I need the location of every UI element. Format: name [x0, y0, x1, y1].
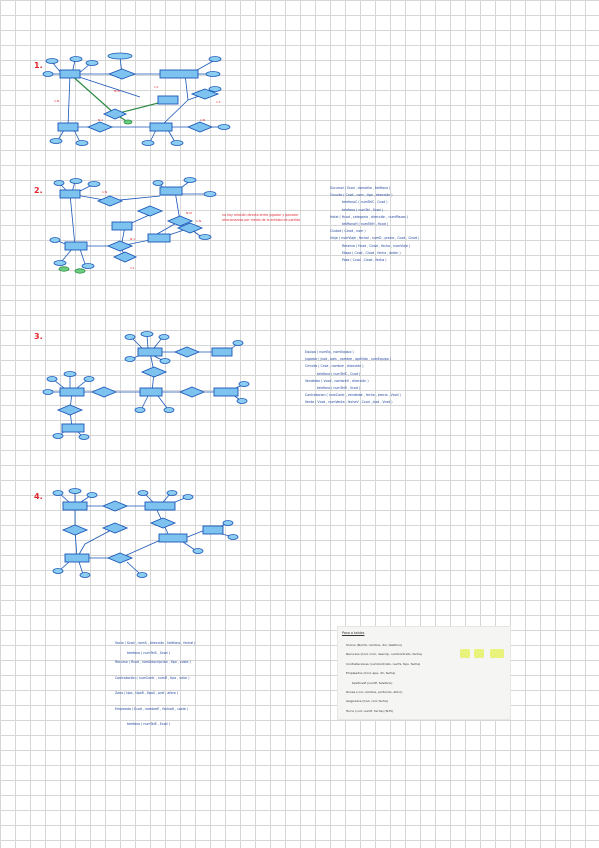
cardinality-label: 1:1 — [154, 85, 159, 89]
schema-line: telefono ( numTelV , Vcod ) — [317, 386, 361, 391]
pasted-notes-title: Paso a tablas — [342, 631, 365, 635]
note-line: relacionamos por medio de la entidad de … — [222, 218, 300, 222]
pasted-line: Asignados (Cod, cod, fecha) — [346, 699, 389, 704]
schema-line: telefono ( numTelS , Scod ) — [127, 650, 170, 655]
schema-line: Ciudad ( Cicod , nom ) — [330, 229, 366, 234]
schema-line: Reserva ( Hcod , Cicod , fecha , numViaj… — [342, 243, 411, 248]
cardinality-label: N:M — [186, 211, 192, 215]
cardinality-label: 1:N — [54, 99, 59, 103]
section-number-3: 3. — [34, 332, 43, 341]
schema-line: Contratacion ( numContr , vendedor , fec… — [305, 393, 401, 398]
schema-line: Jugador ( Jcod , país , nombre , apellid… — [305, 357, 392, 362]
pasted-line: Empleados (Cod, ape, dir, fecha) — [346, 671, 396, 676]
schema-line: Hotel ( Hcod , categoría , dirección , n… — [330, 214, 408, 219]
section-number-4: 4. — [34, 492, 43, 501]
pasted-line: Zonas (cod, nombre, profundo, aforo) — [346, 690, 403, 695]
cardinality-label: 1:N — [196, 219, 201, 223]
schema-line: Sucursal ( Scod , domicilio , teléfono ) — [330, 186, 391, 190]
highlight-mark — [460, 649, 470, 658]
cardinality-label: 1:1 — [130, 266, 135, 270]
cardinality-label: 1:1 — [216, 100, 221, 104]
schema-line: Venta ( Vcod , numVenta , fechaV , Ccod … — [305, 400, 393, 405]
schema-line: Pasa ( Ccod , Cicod , fecha ) — [342, 258, 387, 263]
schema-line: telefonoC ( numTelC , Ccod ) — [342, 200, 388, 205]
schema-line: telefono ( numTelC , Ccod ) — [317, 371, 361, 376]
schema-line: Circuito ( Ccod , nom , tipo , dirección… — [330, 193, 393, 198]
pasted-line: Turno (cod, numE, fecha) (N:M) — [346, 708, 393, 713]
cardinality-label: 1:N — [102, 190, 107, 194]
schema-line: Equipo ( numEq , nomEquipo ) — [305, 350, 354, 354]
cardinality-label: N:1 — [98, 118, 103, 122]
schema-line: telefono ( numTelE , Ecod ) — [127, 722, 170, 726]
pasted-notes-lines: Socios (NumS, nombre, dni, telefono) Rec… — [346, 641, 422, 716]
schema-line: Zona ( tipo , tipoR , tipoS , prof , afo… — [115, 691, 178, 695]
pasted-notes-image: Paso a tablas Socios (NumS, nombre, dni,… — [337, 626, 511, 720]
cardinality-label: N:M — [114, 89, 120, 93]
schema-line: Vendedor ( Vcod , nombreV , dirección ) — [305, 378, 369, 383]
er-diagram-3 — [42, 331, 250, 440]
diagram-2-note: no hay relación directa entre jugador y … — [222, 213, 300, 223]
relational-schema-4: Socio ( Scod , nomS , dirección , teléfo… — [115, 639, 195, 730]
er-diagram-1: 1:N N:M 1:1 N:1 1:N 1:1 — [42, 52, 231, 146]
relational-schema-3: Equipo ( numEq , nomEquipo ) Jugador ( J… — [305, 349, 401, 407]
schema-line: Circuito ( Ccod , nombre , dirección ) — [305, 364, 364, 369]
note-line: no hay relación directa entre jugador y … — [222, 213, 299, 217]
schema-line: Etapa ( Ccod , Cicod , fecha , orden ) — [342, 250, 401, 255]
pasted-line: telefonoE (numE, telefono) — [352, 680, 393, 685]
section-number-2: 2. — [34, 186, 43, 195]
schema-line: Viaje ( numViaje , fechaI , numD , preci… — [330, 236, 420, 241]
schema-line: Socio ( Scod , nomS , dirección , teléfo… — [115, 641, 196, 645]
schema-line: teléfonoH ( numTelH , Hcod ) — [342, 222, 388, 227]
pasted-line: Contrataciones (numContrato, numS, tipo,… — [346, 661, 421, 666]
section-number-1: 1. — [34, 61, 43, 70]
schema-line: Recurso ( Rcod , nomDescripción , tipo ,… — [115, 660, 191, 664]
schema-line: Contratación ( numContr , numR , tipo , … — [115, 675, 190, 680]
highlight-mark — [474, 649, 484, 658]
pasted-line: Recursos (Cod, nom, descrip, numContrato… — [346, 652, 422, 657]
relational-schema-2: Sucursal ( Scod , domicilio , teléfono )… — [330, 185, 419, 264]
schema-line: telefono ( numTel , Scod ) — [342, 207, 383, 212]
schema-line: Empleado ( Ecod , nombreE , fechaAl , co… — [115, 706, 189, 711]
er-diagram-4 — [52, 488, 239, 578]
cardinality-label: N:1 — [130, 237, 135, 241]
cardinality-label: 1:N — [200, 118, 205, 122]
pasted-line: Socios (NumS, nombre, dni, telefono) — [346, 643, 403, 647]
highlight-mark — [490, 649, 504, 658]
er-diagram-2: 1:N N:M 1:N N:1 1:1 — [49, 177, 217, 274]
